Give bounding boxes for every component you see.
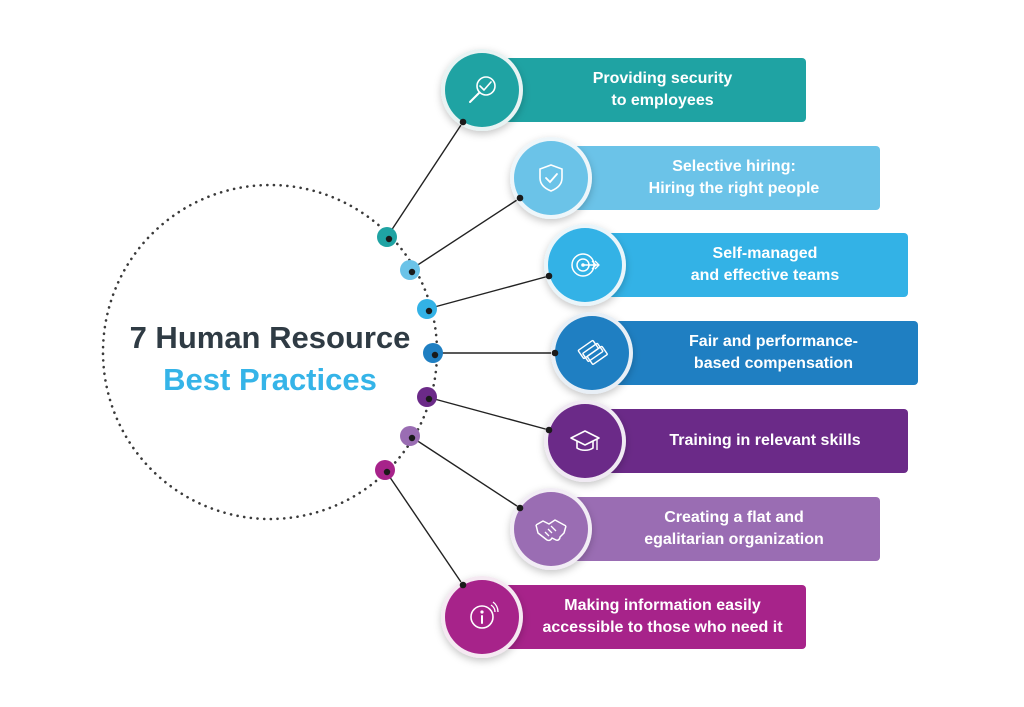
connector-line [384, 469, 464, 586]
practice-label-line-2: accessible to those who need it [542, 619, 783, 636]
icon-circle [445, 53, 519, 127]
practice-item [400, 137, 880, 280]
practice-item [375, 460, 806, 658]
practice-label: Self-managed and effective teams [628, 233, 902, 297]
practice-label-line-2: egalitarian organization [644, 531, 824, 548]
connector-node-dot [408, 434, 416, 442]
practice-item [423, 312, 918, 394]
target-icon [571, 253, 600, 277]
practice-label: Providing security to employees [525, 58, 800, 122]
anchor-dot [551, 349, 559, 357]
connector-node-dot [425, 307, 433, 315]
info-icon [470, 601, 499, 629]
connector-node-dot [431, 351, 439, 359]
anchor-dot [516, 194, 524, 202]
practice-pill [551, 497, 880, 561]
icon-circle [548, 404, 622, 478]
money-stack-icon [577, 339, 608, 365]
practice-label-line-1: Self-managed [712, 245, 818, 262]
practice-label: Creating a flat and egalitarian organizat… [594, 497, 874, 561]
practice-label-line-1: Training in relevant skills [669, 432, 861, 449]
practice-label: Selective hiring: Hiring the right people [594, 146, 874, 210]
practice-pill [482, 58, 806, 122]
connector-line [426, 396, 550, 431]
practice-label: Making information easily accessible to t… [525, 585, 800, 649]
practice-label: Fair and performance-based compensation [635, 321, 912, 385]
practice-item [417, 387, 908, 482]
anchor-dot [545, 426, 553, 434]
practice-pill [482, 585, 806, 649]
practice-pill [585, 409, 908, 473]
practice-item [417, 224, 908, 319]
connector-node-dot [383, 468, 391, 476]
practice-label-line-1: Fair and performance- [689, 333, 858, 350]
practice-pill [551, 146, 880, 210]
anchor-dot [459, 581, 467, 589]
anchor-dot [545, 272, 553, 280]
icon-circle [514, 492, 588, 566]
practice-label-line-1: Providing security [592, 70, 733, 87]
practice-label-line-1: Selective hiring: [672, 158, 796, 175]
connector-node-dot [425, 395, 433, 403]
shield-check-icon [539, 164, 563, 192]
practice-item [400, 426, 880, 570]
connector-line [409, 197, 521, 271]
anchor-dot [459, 118, 467, 126]
anchor-dot [516, 504, 524, 512]
graduation-cap-icon [570, 430, 600, 452]
practice-pill [585, 233, 908, 297]
connector-node-dot [408, 268, 416, 276]
practice-label: Training in relevant skills [628, 409, 902, 473]
search-check-icon [469, 76, 496, 103]
practice-label-line-2: based compensation [693, 355, 854, 372]
practice-label-line-1: Making information easily [564, 597, 761, 614]
connector-line [386, 121, 464, 238]
practice-pill [592, 321, 918, 385]
connector-node-dot [385, 235, 393, 243]
handshake-icon [535, 519, 567, 542]
title-line-1: 7 Human Resource [129, 320, 411, 355]
practice-label-line-1: Creating a flat and [664, 509, 804, 526]
practice-label-line-2: to employees [611, 92, 714, 109]
connector-line [426, 275, 550, 310]
title-line-2: Best Practices [163, 362, 377, 397]
practice-label-line-2: and effective teams [690, 267, 840, 284]
connector-line [409, 435, 521, 509]
icon-circle [514, 141, 588, 215]
practice-label-line-2: Hiring the right people [648, 180, 820, 197]
practice-item [377, 49, 806, 247]
